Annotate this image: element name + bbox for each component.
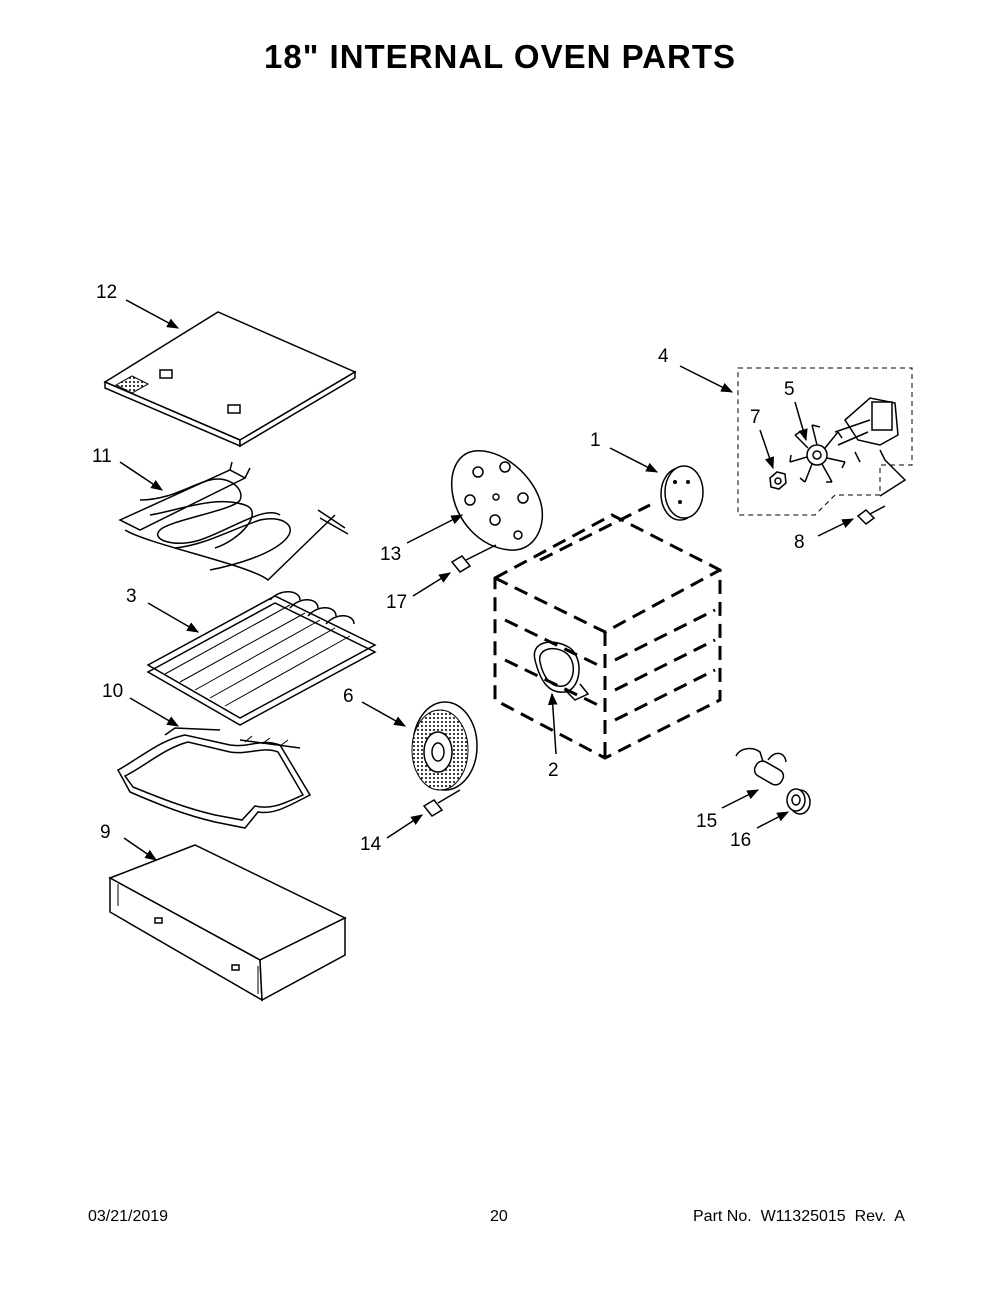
callout-4: 4 [658,346,669,367]
callout-17: 17 [386,592,407,613]
callout-7: 7 [750,407,761,428]
callout-1: 1 [590,430,601,451]
part-16-grommet [786,788,811,815]
callout-16: 16 [730,830,751,851]
callout-3: 3 [126,586,137,607]
callout-13: 13 [380,544,401,565]
footer-page-number: 20 [490,1208,508,1225]
part-11-broil-element [118,461,349,582]
callout-12: 12 [96,282,117,303]
page-title: 18" INTERNAL OVEN PARTS [264,38,736,75]
part-14-screw [422,789,461,817]
part-5-fan-blade [789,424,846,483]
callout-11: 11 [92,446,112,467]
part-10-bake-element [116,727,312,829]
callout-9: 9 [100,822,111,843]
part-2-oven-cavity [493,503,722,760]
footer-date: 03/21/2019 [88,1208,169,1225]
part-3-oven-rack [146,591,377,726]
part-12-shield-plate [103,311,357,448]
part-6-fan-cover [411,701,478,791]
leader-arrows [119,299,855,861]
part-9-drip-tray [108,844,347,1002]
callout-2: 2 [548,760,559,781]
callout-14: 14 [360,834,382,855]
callout-6: 6 [343,686,354,707]
callout-5: 5 [784,379,795,400]
part-8-screw [856,505,886,525]
footer-part-number: Part No. W11325015 Rev. A [693,1208,905,1225]
part-17-screw [450,544,497,573]
part-15-sensor [735,747,787,786]
part-4-motor-assembly [737,367,913,516]
part-1-round-cover [660,465,704,521]
part-13-fan-shield [450,450,544,551]
callout-15: 15 [696,811,717,832]
callout-8: 8 [794,532,805,553]
part-7-nut [769,471,787,490]
callout-10: 10 [102,681,123,702]
